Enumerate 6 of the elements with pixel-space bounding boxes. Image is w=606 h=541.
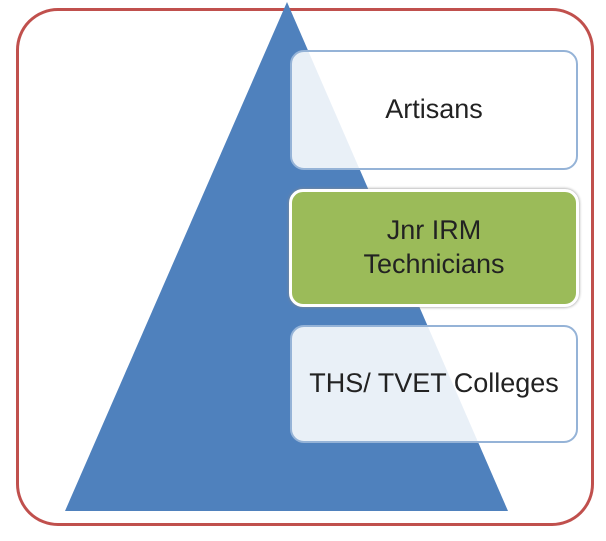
level-label: THS/ TVET Colleges (309, 367, 559, 400)
level-box (290, 50, 578, 170)
level-box (290, 325, 578, 443)
level-label: Jnr IRM Technicians (362, 214, 506, 281)
level-label: Artisans (385, 93, 483, 126)
level-box (289, 189, 579, 307)
